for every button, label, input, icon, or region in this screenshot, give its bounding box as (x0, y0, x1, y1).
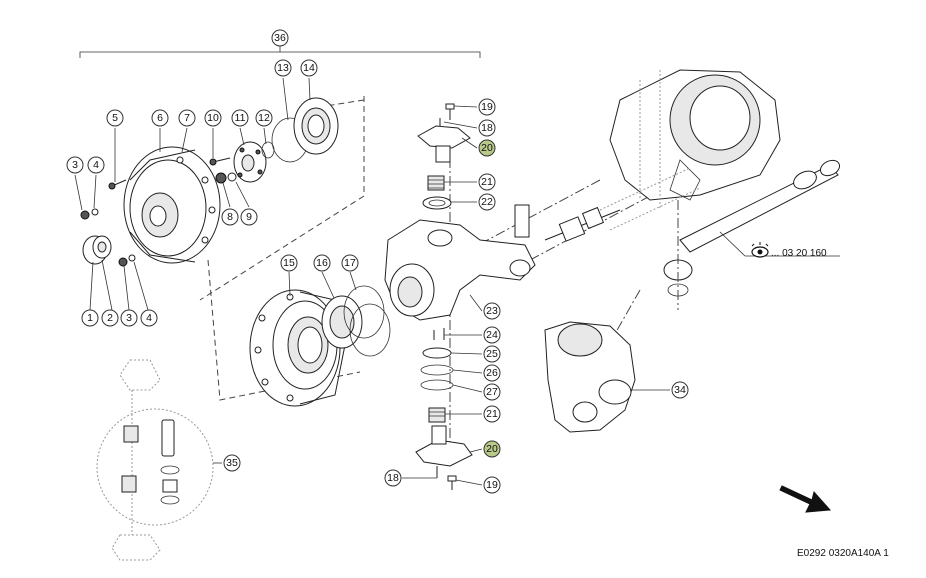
svg-text:16: 16 (316, 257, 328, 269)
callout-34: 34 (671, 381, 689, 399)
callout-24: 24 (483, 326, 501, 344)
detail-circle-35 (96, 359, 222, 561)
svg-text:22: 22 (481, 196, 493, 208)
callout-14: 14 (300, 59, 318, 77)
svg-text:15: 15 (283, 257, 295, 269)
svg-text:12: 12 (258, 112, 270, 124)
callout-6: 6 (151, 109, 169, 127)
leader-lines (74, 77, 670, 486)
callout-3-lower: 3 (120, 309, 138, 327)
svg-text:4: 4 (93, 159, 99, 171)
bearing-part-16 (321, 285, 391, 357)
kingpin-upper-stack (417, 103, 471, 210)
svg-text:36: 36 (274, 32, 286, 44)
callout-26: 26 (483, 364, 501, 382)
callout-2: 2 (101, 309, 119, 327)
group-36-bracket (79, 46, 481, 58)
callout-9: 9 (240, 208, 258, 226)
callout-21-upper: 21 (478, 173, 496, 191)
svg-text:1: 1 (87, 312, 93, 324)
callout-16: 16 (313, 254, 331, 272)
callout-17: 17 (341, 254, 359, 272)
callout-4-upper: 4 (87, 156, 105, 174)
svg-text:21: 21 (481, 176, 493, 188)
svg-text:14: 14 (303, 62, 315, 74)
reference-code: E0292 0320A140A 1 (797, 548, 889, 559)
svg-text:8: 8 (227, 211, 233, 223)
callout-5: 5 (106, 109, 124, 127)
svg-text:6: 6 (157, 112, 163, 124)
callout-15: 15 (280, 254, 298, 272)
arrow-icon (779, 485, 832, 513)
svg-text:26: 26 (486, 367, 498, 379)
callout-8: 8 (221, 208, 239, 226)
callout-18-lower: 18 (384, 469, 402, 487)
svg-text:27: 27 (486, 386, 498, 398)
callout-27: 27 (483, 383, 501, 401)
svg-text:3: 3 (72, 159, 78, 171)
callout-19-lower: 19 (483, 476, 501, 494)
svg-text:25: 25 (486, 348, 498, 360)
svg-text:23: 23 (486, 305, 498, 317)
callout-12: 12 (255, 109, 273, 127)
svg-text:4: 4 (146, 312, 152, 324)
svg-text:9: 9 (246, 211, 252, 223)
svg-text:13: 13 (277, 62, 289, 74)
svg-text:5: 5 (112, 112, 118, 124)
callout-3-upper: 3 (66, 156, 84, 174)
callout-11: 11 (231, 109, 249, 127)
fasteners-left (80, 179, 136, 267)
kingpin-lower-stack (415, 328, 473, 490)
callout-25: 25 (483, 345, 501, 363)
callout-22: 22 (478, 193, 496, 211)
svg-text:17: 17 (344, 257, 356, 269)
svg-text:10: 10 (207, 112, 219, 124)
see-reference-text: ... 03 20 160 (771, 248, 827, 259)
svg-text:18: 18 (481, 122, 493, 134)
svg-text:11: 11 (235, 112, 246, 124)
bracket-part-34 (544, 321, 636, 433)
reference-hub (663, 200, 840, 310)
svg-text:20: 20 (481, 142, 493, 154)
callout-36: 36 (271, 29, 289, 47)
svg-text:35: 35 (226, 457, 238, 469)
callout-10: 10 (204, 109, 222, 127)
svg-text:7: 7 (184, 112, 190, 124)
callout-13: 13 (274, 59, 292, 77)
callout-18-upper: 18 (478, 119, 496, 137)
bearing-stack (209, 97, 339, 184)
callout-20-lower: 20 (483, 440, 501, 458)
svg-text:34: 34 (674, 384, 686, 396)
cap-part-1 (82, 235, 112, 265)
axle-housing (609, 69, 781, 210)
svg-text:19: 19 (486, 479, 498, 491)
svg-text:2: 2 (107, 312, 113, 324)
svg-text:21: 21 (486, 408, 498, 420)
callout-7: 7 (178, 109, 196, 127)
callout-4-lower: 4 (140, 309, 158, 327)
callout-19-upper: 19 (478, 98, 496, 116)
housing-part-6 (123, 146, 221, 264)
drive-shaft (544, 159, 841, 253)
hub-part-15 (249, 289, 346, 407)
eye-icon (751, 242, 769, 258)
svg-text:18: 18 (387, 472, 399, 484)
callout-35: 35 (223, 454, 241, 472)
callout-20-upper: 20 (478, 139, 496, 157)
callout-21-lower: 21 (483, 405, 501, 423)
callout-23: 23 (483, 302, 501, 320)
svg-text:19: 19 (481, 101, 493, 113)
svg-text:24: 24 (486, 329, 498, 341)
svg-text:3: 3 (126, 312, 132, 324)
callout-1: 1 (81, 309, 99, 327)
svg-text:20: 20 (486, 443, 498, 455)
steering-knuckle-part-23 (384, 204, 536, 321)
